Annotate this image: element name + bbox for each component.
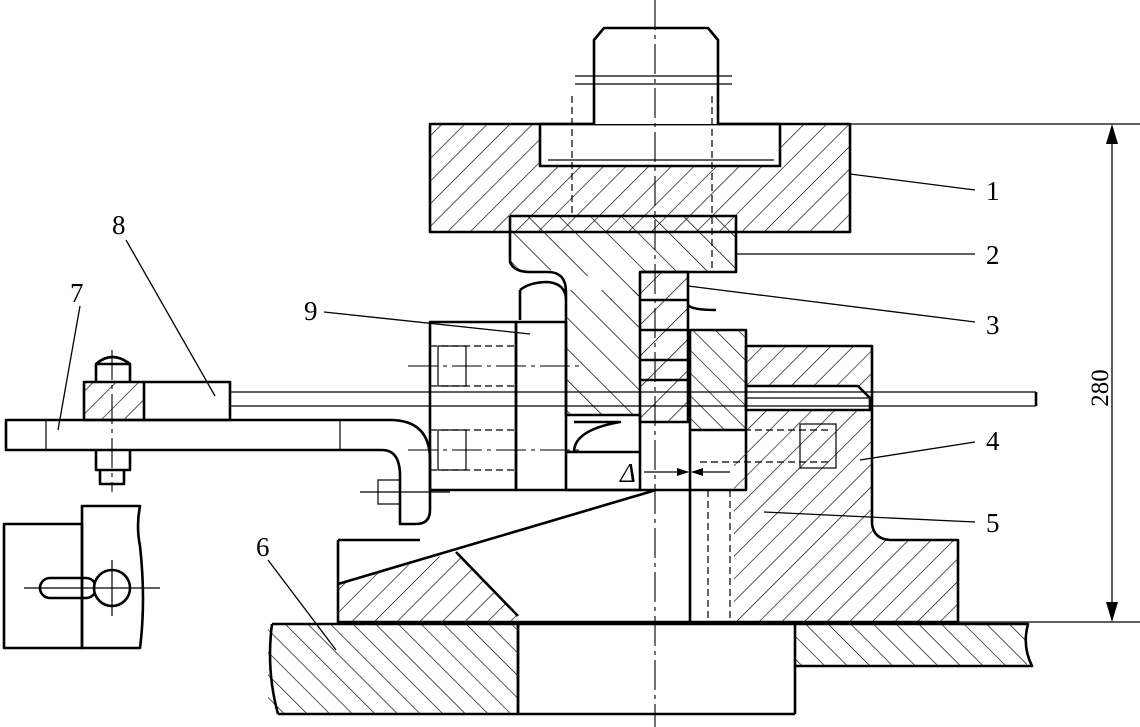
die-insert [688,328,837,492]
leaders [57,173,976,651]
feed-bar [4,418,450,526]
part-label-9: 9 [304,296,318,326]
part-label-5: 5 [986,508,1000,538]
part-label-7: 7 [70,278,84,308]
part-label-6: 6 [256,532,270,562]
part-label-1: 1 [986,176,1000,206]
lower-base-plate [268,622,1034,716]
punch [638,270,717,424]
dimension-280-label: 280 [1087,369,1114,407]
gap-symbol: Δ [619,458,636,488]
height-dimension: 280 [850,123,1140,623]
part-label-2: 2 [986,240,1000,270]
gap-dimension: Δ [619,458,730,488]
side-view [2,504,160,650]
wedge-support [336,488,690,624]
part-label-3: 3 [986,310,1000,340]
slider-block [514,270,642,492]
left-holder [408,320,580,492]
part-label-4: 4 [986,426,1000,456]
part-label-8: 8 [112,210,126,240]
die-shank [575,26,732,124]
clamp-block [82,355,1038,486]
